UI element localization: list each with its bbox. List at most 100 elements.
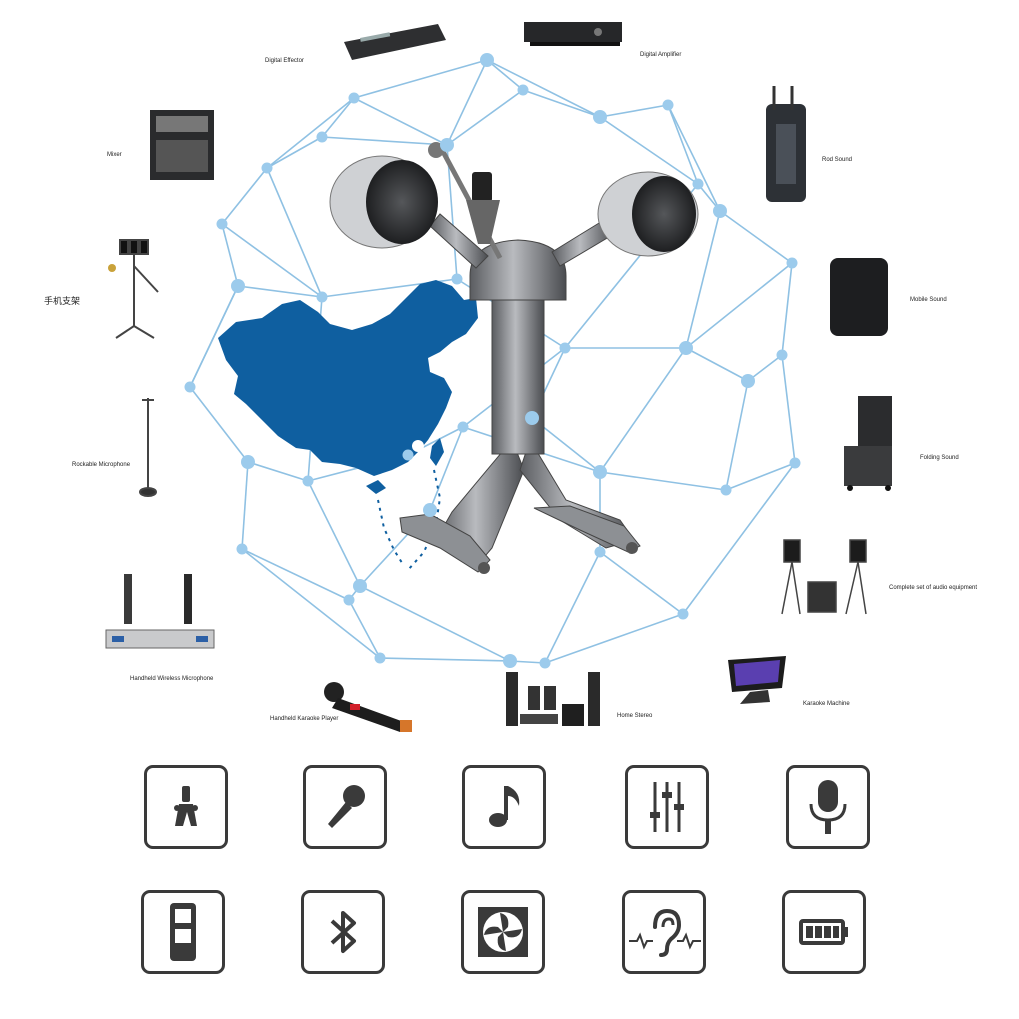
- network-line: [747, 354, 783, 382]
- network-line: [241, 548, 350, 601]
- network-line: [599, 104, 669, 118]
- network-node: [374, 652, 386, 664]
- network-node: [184, 381, 196, 393]
- tripod-stand-icon: [174, 786, 198, 826]
- network-line: [599, 347, 687, 473]
- label-home-stereo: Home Stereo: [617, 713, 653, 719]
- feature-tile-fan: [461, 890, 545, 974]
- feature-tile-handheld-mic: [303, 765, 387, 849]
- network-node: [593, 465, 607, 479]
- network-node: [741, 374, 755, 388]
- network-line: [379, 657, 511, 662]
- karaoke-machine-image: [728, 656, 786, 704]
- network-node: [786, 257, 798, 269]
- phone-stand-image: [108, 239, 159, 339]
- network-line: [725, 380, 749, 491]
- network-line: [544, 551, 601, 664]
- remote-control-icon: [170, 903, 196, 961]
- label-handheld-wireless-microphone: Handheld Wireless Microphone: [130, 676, 214, 682]
- network-line: [221, 223, 323, 298]
- network-line: [446, 59, 488, 146]
- label-digital-amplifier: Digital Amplifier: [640, 52, 682, 58]
- network-line: [719, 210, 793, 264]
- network-node: [348, 92, 360, 104]
- network-line: [189, 285, 239, 388]
- network-line: [685, 210, 721, 349]
- network-line: [599, 551, 684, 615]
- network-line: [189, 386, 249, 463]
- folding-sound-image: [844, 396, 892, 491]
- network-node: [343, 594, 355, 606]
- network-line: [321, 97, 355, 138]
- network-line: [781, 354, 796, 464]
- network-line: [241, 548, 381, 659]
- handheld-wireless-microphone-image: [105, 574, 215, 649]
- network-line: [348, 599, 381, 659]
- south-sea-dashes: [377, 469, 442, 571]
- network-node: [503, 654, 517, 668]
- network-line: [446, 89, 524, 146]
- network-line: [353, 97, 448, 146]
- network-line: [544, 613, 684, 664]
- network-node: [679, 341, 693, 355]
- network-line: [429, 426, 464, 511]
- network-node: [539, 657, 551, 669]
- network-line: [266, 136, 323, 169]
- network-node: [594, 546, 606, 558]
- network-line: [685, 347, 749, 382]
- network-line: [247, 461, 309, 482]
- network-node: [480, 53, 494, 67]
- network-line: [266, 167, 323, 298]
- network-line: [221, 223, 239, 287]
- handheld-karaoke-player-image: [324, 682, 412, 732]
- label-phone-stand: 手机支架: [44, 297, 81, 307]
- network-line: [359, 585, 511, 662]
- network-node: [402, 449, 414, 461]
- network-line: [667, 104, 699, 185]
- network-nodes: [184, 53, 801, 669]
- network-node: [457, 421, 469, 433]
- hainan-island: [366, 480, 386, 494]
- cooling-fan-icon: [478, 907, 528, 957]
- handheld-microphone-icon: [328, 785, 365, 828]
- label-rockable-microphone: Rockable Microphone: [72, 462, 131, 468]
- network-line: [522, 89, 601, 118]
- rod-sound-image: [766, 86, 806, 202]
- feature-tile-studio-mic: [786, 765, 870, 849]
- feature-tile-music: [462, 765, 546, 849]
- network-node: [231, 279, 245, 293]
- network-node: [423, 503, 437, 517]
- network-line: [682, 462, 796, 615]
- network-node: [593, 110, 607, 124]
- network-line: [237, 285, 323, 298]
- label-folding-sound: Folding Sound: [920, 455, 959, 461]
- network-line: [599, 471, 727, 491]
- network-line: [486, 59, 601, 118]
- label-complete-set: Complete set of audio equipment: [889, 585, 978, 591]
- mixer-image: [150, 110, 214, 180]
- network-node: [776, 349, 788, 361]
- digital-effector-image: [344, 24, 446, 60]
- battery-icon: [799, 919, 848, 945]
- equalizer-sliders-icon: [650, 782, 684, 832]
- feature-tile-hearing: [622, 890, 706, 974]
- rockable-microphone-image: [139, 398, 157, 497]
- studio-microphone-icon: [809, 780, 847, 834]
- network-line: [685, 262, 793, 349]
- digital-amplifier-image: [524, 22, 622, 46]
- music-note-icon: [489, 786, 520, 827]
- network-sphere-graphic: [105, 22, 892, 732]
- network-node: [559, 342, 571, 354]
- network-node: [713, 204, 727, 218]
- feature-tile-tripod: [144, 765, 228, 849]
- label-handheld-karaoke-player: Handheld Karaoke Player: [270, 716, 339, 722]
- product-speaker-stand: [329, 142, 699, 574]
- map-marker-icon: [412, 440, 424, 452]
- taiwan-island: [430, 438, 444, 466]
- network-line: [486, 59, 524, 91]
- network-node: [216, 218, 228, 230]
- network-node: [316, 291, 328, 303]
- hearing-ear-icon: [629, 908, 701, 957]
- network-node: [316, 131, 328, 143]
